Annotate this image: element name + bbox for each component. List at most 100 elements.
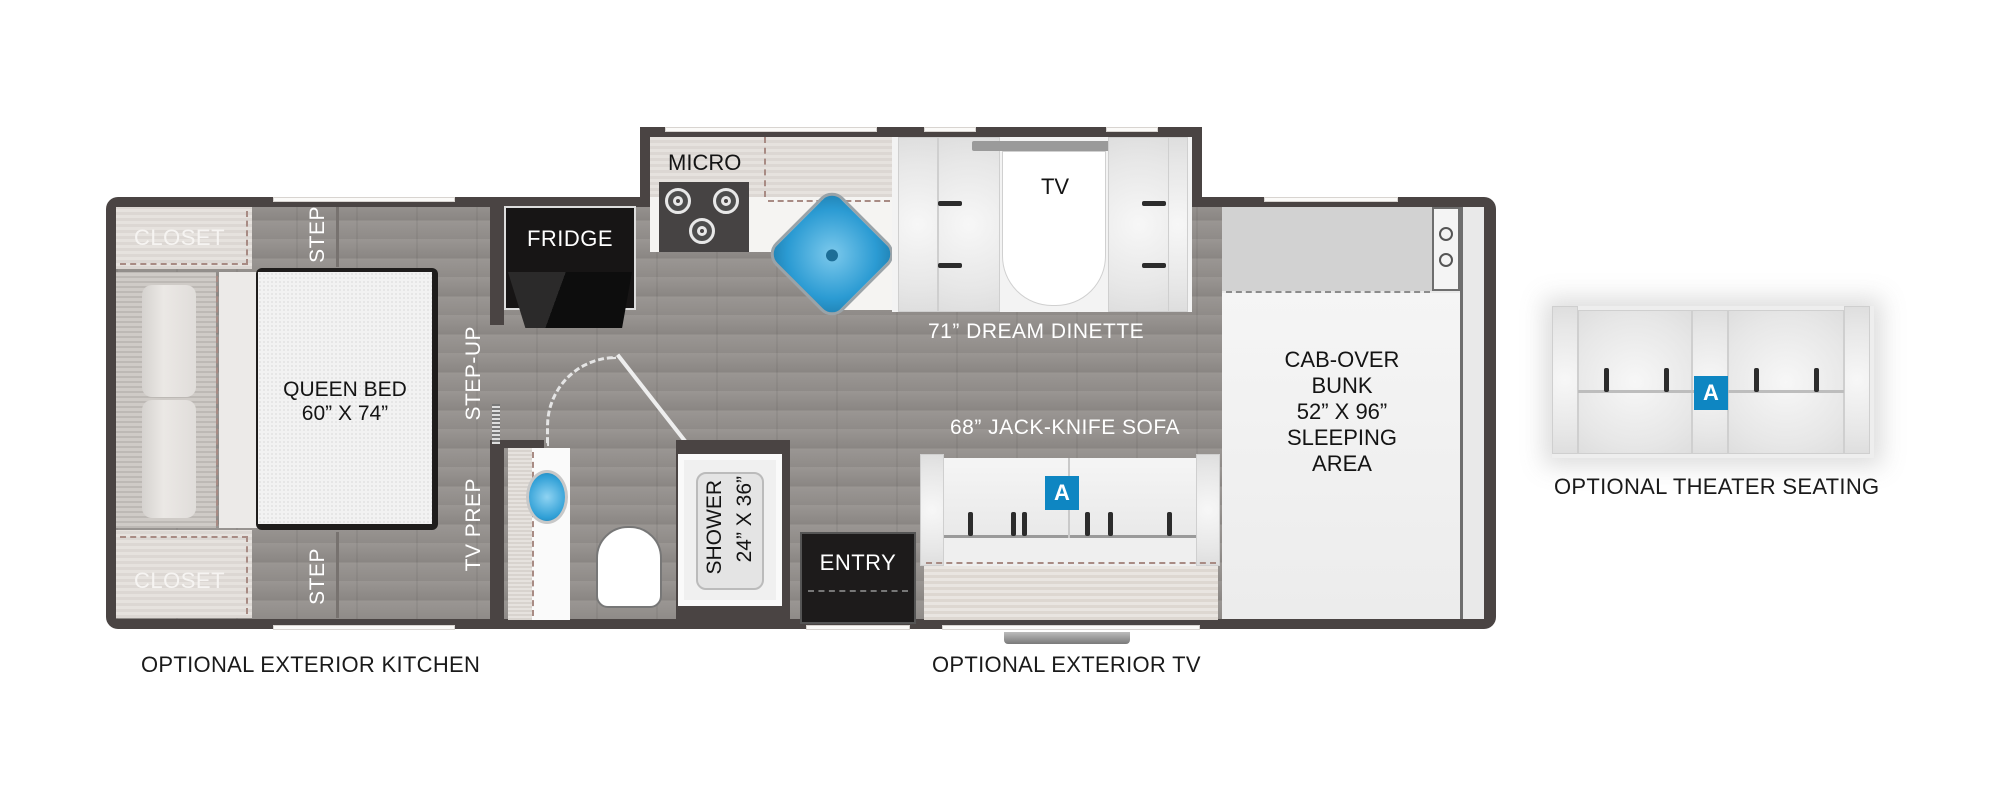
queen-bed: QUEEN BED 60” X 74”	[256, 268, 438, 530]
burner-icon	[665, 188, 691, 214]
seatbelt-icon	[1142, 263, 1166, 268]
step-bottom-label: STEP	[306, 548, 329, 605]
closet-edge	[120, 263, 248, 265]
closet-top: CLOSET	[116, 207, 252, 269]
bunk-mattress	[1222, 293, 1460, 619]
seatbelt-icon	[1814, 368, 1819, 392]
drain-icon	[823, 246, 841, 264]
entry-tread	[808, 590, 908, 592]
seatbelt-icon	[1142, 201, 1166, 206]
vent-icon	[1439, 253, 1453, 267]
window	[273, 197, 455, 202]
cabover-line-4: SLEEPING	[1286, 425, 1398, 450]
caption-exterior-tv: OPTIONAL EXTERIOR TV	[932, 652, 1201, 677]
cabover-line-5: AREA	[1312, 451, 1372, 476]
theater-arm-left	[1552, 306, 1578, 454]
closet-edge	[120, 536, 248, 538]
partition-wall	[490, 440, 504, 620]
shower-size-label: 24” X 36”	[732, 476, 758, 562]
tv-bracket	[972, 141, 1134, 151]
cabover-shelf	[1222, 207, 1432, 291]
dinette-seat-left	[938, 137, 1000, 312]
fridge-label: FRIDGE	[526, 226, 614, 251]
seatbelt-icon	[1167, 512, 1172, 536]
queen-bed-label: QUEEN BED 60” X 74”	[256, 378, 434, 426]
seatbelt-icon	[968, 512, 973, 536]
jack-knife-sofa: A	[920, 454, 1222, 624]
pillow	[142, 285, 196, 397]
closet-edge	[246, 211, 248, 265]
seatbelt-icon	[1664, 368, 1669, 392]
step-top-label: STEP	[306, 206, 329, 263]
step-divider	[336, 532, 339, 618]
window	[942, 625, 1200, 630]
fridge-door	[508, 272, 632, 328]
seatbelt-icon	[938, 201, 962, 206]
vanity	[508, 448, 570, 620]
pillow	[142, 400, 196, 518]
sofa-base	[924, 566, 1218, 620]
bed-edge-line	[216, 276, 218, 526]
mattress	[258, 272, 432, 524]
burner-icon	[713, 188, 739, 214]
vanity-wood	[508, 448, 532, 620]
window	[273, 625, 455, 630]
cabover-line-1: CAB-OVER	[1284, 347, 1400, 372]
window	[665, 127, 877, 132]
step-divider	[336, 207, 339, 267]
dinette-table: TV	[1002, 151, 1106, 306]
bath-wall	[504, 440, 544, 448]
queen-bed-title: QUEEN BED	[283, 378, 407, 401]
seatbelt-icon	[938, 263, 962, 268]
sofa-label: 68” JACK-KNIFE SOFA	[950, 416, 1181, 439]
theater-seating: A	[1552, 306, 1874, 458]
bed-frame-strip	[219, 272, 259, 528]
vanity-edge	[532, 452, 534, 616]
cabover-label: CAB-OVER BUNK 52” X 96” SLEEPING AREA	[1222, 347, 1462, 477]
theater-seat-left	[1578, 310, 1692, 454]
sofa-divider	[1068, 458, 1070, 608]
step-up-label: STEP-UP	[462, 326, 485, 421]
closet-edge	[246, 536, 248, 614]
tv-label: TV	[1040, 174, 1070, 199]
sofa-arm-right	[1196, 454, 1220, 566]
window	[1106, 127, 1158, 132]
seating-badge-a: A	[1694, 376, 1728, 410]
window	[806, 625, 910, 630]
sofa-arm-left	[920, 454, 944, 566]
sofa-edge	[926, 562, 1216, 564]
seating-badge-a: A	[1045, 476, 1079, 510]
burner-icon	[689, 218, 715, 244]
exterior-tv	[1004, 632, 1130, 644]
cooktop	[659, 182, 749, 252]
partition-wall	[490, 207, 504, 325]
seatbelt-icon	[1108, 512, 1113, 536]
seatbelt-icon	[1754, 368, 1759, 392]
seatbelt-icon	[1604, 368, 1609, 392]
entry-label: ENTRY	[819, 550, 897, 575]
closet-bottom: CLOSET	[116, 530, 252, 618]
bath-sink	[526, 470, 568, 524]
window	[924, 127, 976, 132]
window	[1264, 197, 1398, 202]
entry-step: ENTRY	[800, 532, 916, 624]
dinette: TV	[892, 137, 1192, 312]
cabover-line-2: BUNK	[1311, 373, 1373, 398]
shower-title: SHOWER	[703, 480, 726, 575]
dinette-bench-right	[1168, 137, 1188, 312]
queen-bed-size: 60” X 74”	[301, 402, 389, 425]
bunk-edge	[1226, 291, 1430, 293]
cab-panel	[1432, 207, 1460, 291]
toilet	[596, 526, 662, 608]
seatbelt-icon	[1011, 512, 1016, 536]
caption-exterior-kitchen: OPTIONAL EXTERIOR KITCHEN	[141, 652, 481, 677]
counter-edge	[764, 137, 766, 197]
micro-label: MICRO	[668, 150, 742, 175]
vent-icon	[1439, 227, 1453, 241]
caption-theater-seating: OPTIONAL THEATER SEATING	[1554, 474, 1880, 499]
shower: SHOWER 24” X 36”	[678, 454, 782, 606]
closet-label: CLOSET	[134, 225, 226, 250]
shower-size: 24” X 36”	[733, 476, 756, 563]
tv-mount-rail	[492, 404, 500, 444]
